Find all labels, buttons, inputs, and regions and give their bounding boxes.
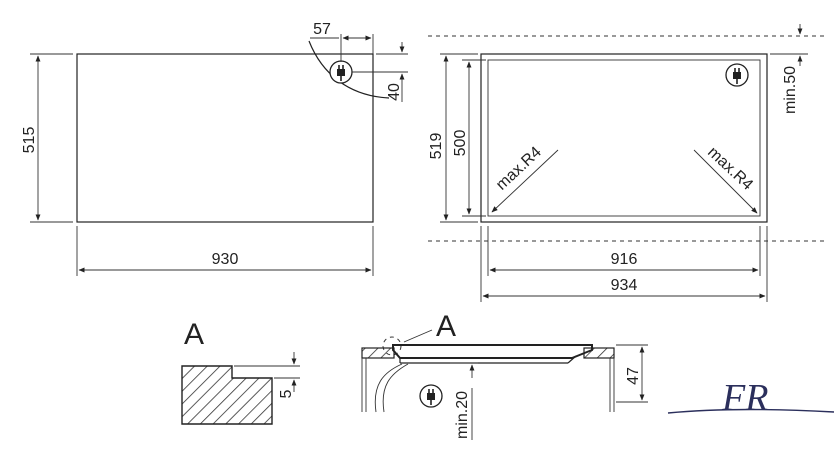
- dim-cutout-height: 515: [21, 127, 38, 154]
- label-detail-a: A: [184, 318, 204, 351]
- plug-icon: [419, 384, 443, 408]
- worktop-right: [583, 347, 615, 359]
- dim-inner-height: 500: [452, 130, 469, 157]
- brand-logo: FR: [667, 377, 835, 419]
- dim-min-top: min.50: [782, 66, 799, 114]
- section-view: A min.20 47: [361, 310, 648, 440]
- cabinet-left: [361, 358, 367, 412]
- hob-outer: [480, 53, 768, 223]
- dim-cutout-width: 930: [212, 251, 239, 268]
- worktop-left: [361, 347, 395, 359]
- dim-plug-offset-x: 57: [313, 21, 331, 38]
- dim-inner-width: 916: [611, 251, 638, 268]
- dim-outer-width: 934: [611, 277, 638, 294]
- cutout-view: 515 930 57 40: [21, 21, 408, 276]
- dim-min-below: min.20: [454, 391, 471, 439]
- logo-text: FR: [721, 377, 768, 419]
- dim-plug-offset-y: 40: [386, 83, 403, 101]
- detail-a: A 5: [181, 318, 300, 425]
- dim-top-height: 519: [428, 133, 445, 160]
- top-view: 519 500 min.50 max.R4 max.R4 916 934: [428, 24, 826, 302]
- cabinet-right: [609, 358, 615, 412]
- plug-icon: [725, 63, 749, 87]
- detail-profile: [181, 365, 273, 425]
- dim-detail-step: 5: [278, 389, 295, 398]
- hob-inner: [487, 59, 761, 217]
- label-section-a: A: [436, 310, 456, 343]
- plug-icon: [329, 60, 353, 84]
- power-cable: [374, 363, 403, 413]
- hob-glass: [392, 344, 593, 359]
- dim-section-height: 47: [625, 367, 642, 385]
- cutout-outline: [76, 53, 374, 223]
